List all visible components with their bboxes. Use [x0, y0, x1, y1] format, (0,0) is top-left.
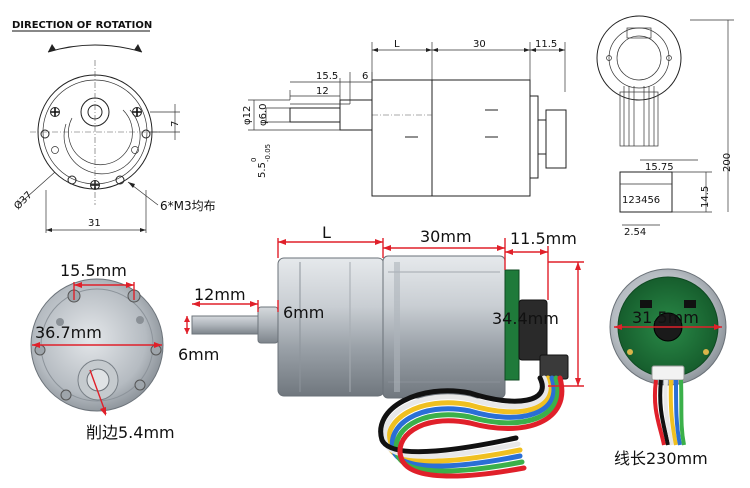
gearbox-outline: [371, 79, 433, 197]
dim-enc-2-54: 2.54: [624, 227, 646, 238]
label-34-4mm: 34.4mm: [492, 309, 559, 328]
encoder-board-outline: [529, 95, 539, 179]
motor-body-photo: [382, 255, 506, 399]
direction-label: DIRECTION OF ROTATION: [12, 20, 152, 31]
shaft-outline-side: [289, 107, 341, 123]
label-11-5mm: 11.5mm: [510, 229, 577, 248]
shaft-collar-outline: [339, 99, 373, 131]
label-flat-5-4mm: 削边5.4mm: [86, 423, 175, 442]
mount-hole: [115, 175, 125, 185]
front-view-drawing: DIRECTION OF ROTATION 31: [12, 20, 216, 233]
label-L: L: [322, 223, 331, 242]
dim-side-11-5: 11.5: [535, 39, 557, 50]
connector-header-photo: [651, 365, 685, 381]
label-12mm: 12mm: [194, 285, 246, 304]
dim-side-flat-tol-lower: -0.05: [264, 144, 272, 162]
encoder-disc-outline: [545, 109, 567, 169]
label-front-15-5mm: 15.5mm: [60, 261, 127, 280]
motor-side-photo: L 30mm 11.5mm 34.4mm 12mm 6mm 6mm: [178, 223, 584, 479]
dim-side-6: 6: [362, 71, 368, 82]
dim-side-L: L: [394, 39, 400, 50]
label-31-5mm: 31.5mm: [632, 308, 699, 327]
encoder-outline: [596, 15, 682, 101]
dim-diameter-37: Ø37: [12, 189, 35, 212]
label-front-36-7mm: 36.7mm: [35, 323, 102, 342]
mount-hole: [67, 175, 77, 185]
slot-arc-outer: [63, 109, 141, 175]
dim-side-phi-6: φ6.0: [258, 104, 269, 127]
dim-enc-200: 200: [722, 153, 733, 172]
encoder-inner-ring: [608, 27, 670, 89]
mount-hole: [51, 146, 59, 154]
dim-offset-7: 7: [170, 121, 181, 127]
rotation-arrow-right-icon: [134, 44, 142, 52]
side-view-drawing: L 30 11.5 15.5 6 12 φ12: [242, 39, 567, 197]
dim-enc-14-5: 14.5: [700, 186, 711, 208]
label-6mm-dia: 6mm: [178, 345, 219, 364]
dim-enc-15-75: 15.75: [645, 162, 674, 173]
dim-side-30: 30: [473, 39, 486, 50]
connector-pins: 123456: [622, 195, 660, 206]
dim-side-flat: 5.5: [257, 162, 268, 178]
mount-hole: [131, 146, 139, 154]
slot-arc: [68, 109, 133, 166]
encoder-drawing: 123456 15.75 14.5 200 2.54: [596, 15, 734, 238]
mount-holes: [40, 107, 151, 190]
label-30mm: 30mm: [420, 227, 472, 246]
rotation-arrow-left-icon: [48, 44, 56, 52]
mount-note: 6*M3均布: [160, 199, 216, 213]
mount-hole: [40, 129, 50, 139]
dim-side-phi-12: φ12: [242, 106, 253, 125]
encoder-magnet-photo: [518, 299, 548, 361]
label-6mm-length: 6mm: [283, 303, 324, 322]
gearbox-photo: [277, 257, 385, 397]
encoder-wires: [619, 86, 659, 147]
dim-side-15-5: 15.5: [316, 71, 338, 82]
encoder-photo: 31.5mm 线长230mm: [609, 268, 727, 468]
motor-body-outline: [431, 79, 531, 197]
label-cable-230mm: 线长230mm: [614, 449, 708, 468]
encoder-cable-photo: [652, 379, 686, 446]
mount-hole: [50, 107, 60, 117]
shaft-collar-photo: [257, 306, 279, 344]
mount-hole: [141, 129, 151, 139]
dim-diameter-leader: [17, 171, 56, 206]
shaft-photo: [191, 315, 263, 335]
dim-side-flat-tol-upper: 0: [250, 158, 258, 162]
hall-sensor-outline: [626, 27, 652, 39]
front-photo: 15.5mm 36.7mm 削边5.4mm: [30, 261, 175, 442]
connector-photo: [539, 354, 569, 380]
dim-width-31: 31: [88, 218, 101, 229]
connector-outline: [619, 171, 673, 213]
mount-hole: [132, 107, 142, 117]
cable-photo: [378, 375, 565, 479]
dim-side-12: 12: [316, 86, 329, 97]
dim-flat-arrow: [89, 369, 107, 415]
rotation-arc: [47, 44, 143, 53]
screw-cross-icons: [51, 108, 141, 189]
